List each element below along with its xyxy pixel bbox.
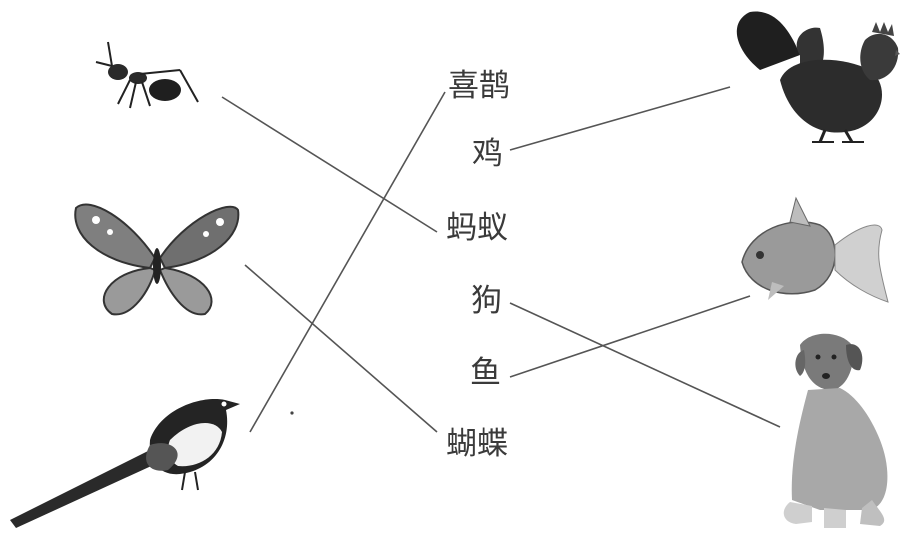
goldfish-icon (742, 198, 888, 302)
stray-dot (290, 411, 293, 414)
word-fish: 鱼 (470, 355, 501, 391)
line-butterfly-to-butterfly-word (245, 265, 437, 432)
word-ant: 蚂蚁 (446, 210, 508, 246)
dog-icon (784, 334, 888, 528)
line-fish-word-to-goldfish (510, 296, 750, 377)
rooster-icon (737, 12, 900, 142)
line-dog-word-to-dog (510, 303, 780, 427)
word-dog: 狗 (471, 283, 502, 319)
line-chicken-word-to-rooster (510, 87, 730, 150)
word-butterfly: 蝴蝶 (446, 426, 508, 462)
word-chicken: 鸡 (472, 136, 503, 172)
line-magpie-to-magpie-word (250, 92, 445, 432)
word-magpie: 喜鹊 (448, 68, 510, 104)
butterfly-icon (75, 205, 238, 315)
magpie-icon (10, 399, 240, 528)
line-ant-to-ant-word (222, 97, 437, 232)
ant-icon (96, 42, 198, 108)
